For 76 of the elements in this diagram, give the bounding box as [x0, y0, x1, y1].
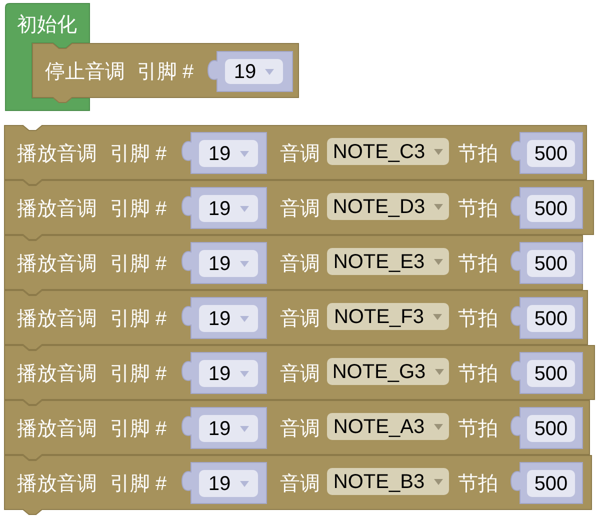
block-label: 引脚 #: [137, 60, 194, 84]
value-block: [181, 407, 267, 449]
block-label: 音调: [280, 197, 320, 221]
block-label: 音调: [280, 307, 320, 331]
value-block: [181, 242, 267, 284]
block-label: 引脚 #: [110, 307, 167, 331]
dropdown-field: NOTE_B3: [327, 468, 449, 495]
dropdown-field: 19: [199, 360, 258, 387]
statement-block: [32, 43, 299, 103]
block-label: 音调: [280, 252, 320, 276]
dropdown-field: NOTE_E3: [327, 248, 449, 275]
dropdown-field: 19: [199, 470, 258, 497]
block-label: 初始化: [17, 13, 77, 37]
value-block: [510, 297, 583, 339]
block-label: 音调: [280, 417, 320, 441]
value-block: [207, 51, 293, 92]
value-block: [510, 462, 583, 504]
block-label: 引脚 #: [110, 417, 167, 441]
block-label: 节拍: [458, 417, 498, 441]
statement-block: [4, 235, 583, 295]
block-label: 播放音调: [17, 362, 97, 386]
block-label: 播放音调: [17, 142, 97, 166]
block-label: 引脚 #: [110, 142, 167, 166]
number-field: 500: [527, 305, 575, 332]
dropdown-field: 19: [199, 250, 258, 277]
value-block: [181, 352, 267, 394]
value-block: [181, 132, 267, 174]
block-label: 播放音调: [17, 197, 97, 221]
block-label: 音调: [280, 472, 320, 496]
dropdown-field: NOTE_G3: [327, 358, 449, 385]
value-block: [510, 352, 583, 394]
value-block: [181, 187, 267, 229]
dropdown-field: NOTE_D3: [327, 193, 449, 220]
block-label: 节拍: [458, 142, 498, 166]
statement-block: [4, 125, 587, 185]
dropdown-field: NOTE_A3: [327, 413, 449, 440]
dropdown-field: NOTE_C3: [327, 138, 449, 165]
value-block: [510, 407, 583, 449]
dropdown-field: 19: [199, 305, 258, 332]
value-block: [510, 242, 583, 284]
block-label: 音调: [280, 362, 320, 386]
block-label: 引脚 #: [110, 472, 167, 496]
number-field: 500: [527, 250, 575, 277]
statement-block: [4, 400, 590, 460]
number-field: 500: [527, 360, 575, 387]
block-label: 引脚 #: [110, 362, 167, 386]
statement-block: [4, 290, 588, 350]
block-label: 播放音调: [17, 472, 97, 496]
statement-block: [4, 180, 594, 240]
statement-block: [4, 455, 592, 515]
block-label: 节拍: [458, 472, 498, 496]
block-label: 引脚 #: [110, 197, 167, 221]
number-field: 500: [527, 140, 575, 167]
block-label: 播放音调: [17, 252, 97, 276]
number-field: 500: [527, 470, 575, 497]
block-label: 音调: [280, 142, 320, 166]
block-label: 节拍: [458, 252, 498, 276]
block-label: 节拍: [458, 307, 498, 331]
block-label: 播放音调: [17, 417, 97, 441]
value-block: [510, 132, 583, 174]
block-label: 播放音调: [17, 307, 97, 331]
value-block: [510, 187, 583, 229]
block-label: 节拍: [458, 197, 498, 221]
value-block: [181, 297, 267, 339]
block-label: 停止音调: [45, 60, 125, 84]
dropdown-field: 19: [199, 415, 258, 442]
value-block: [181, 462, 267, 504]
number-field: 500: [527, 195, 575, 222]
dropdown-field: NOTE_F3: [327, 303, 449, 330]
dropdown-field: 19: [199, 140, 258, 167]
dropdown-field: 19: [199, 195, 258, 222]
block-label: 节拍: [458, 362, 498, 386]
number-field: 500: [527, 415, 575, 442]
dropdown-field: 19: [225, 59, 283, 84]
block-label: 引脚 #: [110, 252, 167, 276]
statement-block: [4, 345, 595, 405]
